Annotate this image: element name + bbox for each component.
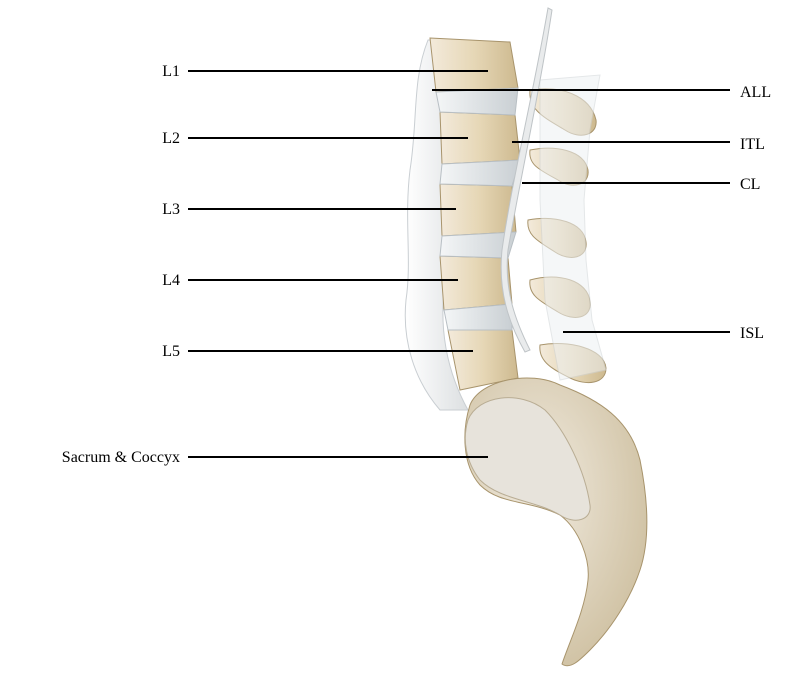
leader-line-l3: [188, 208, 456, 210]
leader-line-isl: [563, 331, 730, 333]
label-l2: L2: [150, 130, 180, 148]
label-l3: L3: [150, 201, 180, 219]
leader-line-l1: [188, 70, 488, 72]
leader-line-itl: [512, 141, 730, 143]
leader-line-sacrum-coccyx: [188, 456, 488, 458]
leader-line-cl: [522, 182, 730, 184]
label-isl: ISL: [740, 325, 764, 343]
leader-line-l4: [188, 279, 458, 281]
leader-line-all: [432, 89, 730, 91]
label-l1: L1: [150, 63, 180, 81]
posterior-processes: [528, 75, 606, 383]
label-l5: L5: [150, 343, 180, 361]
label-all: ALL: [740, 84, 771, 102]
vertebra-l1-body: [430, 38, 518, 92]
disc-l2-l3: [440, 160, 520, 186]
leader-line-l2: [188, 137, 468, 139]
leader-line-l5: [188, 350, 473, 352]
disc-l1-l2: [436, 88, 518, 115]
label-cl: CL: [740, 176, 760, 194]
vertebra-l3-body: [440, 184, 516, 236]
label-l4: L4: [150, 272, 180, 290]
label-sacrum-coccyx: Sacrum & Coccyx: [6, 449, 180, 467]
label-itl: ITL: [740, 136, 765, 154]
